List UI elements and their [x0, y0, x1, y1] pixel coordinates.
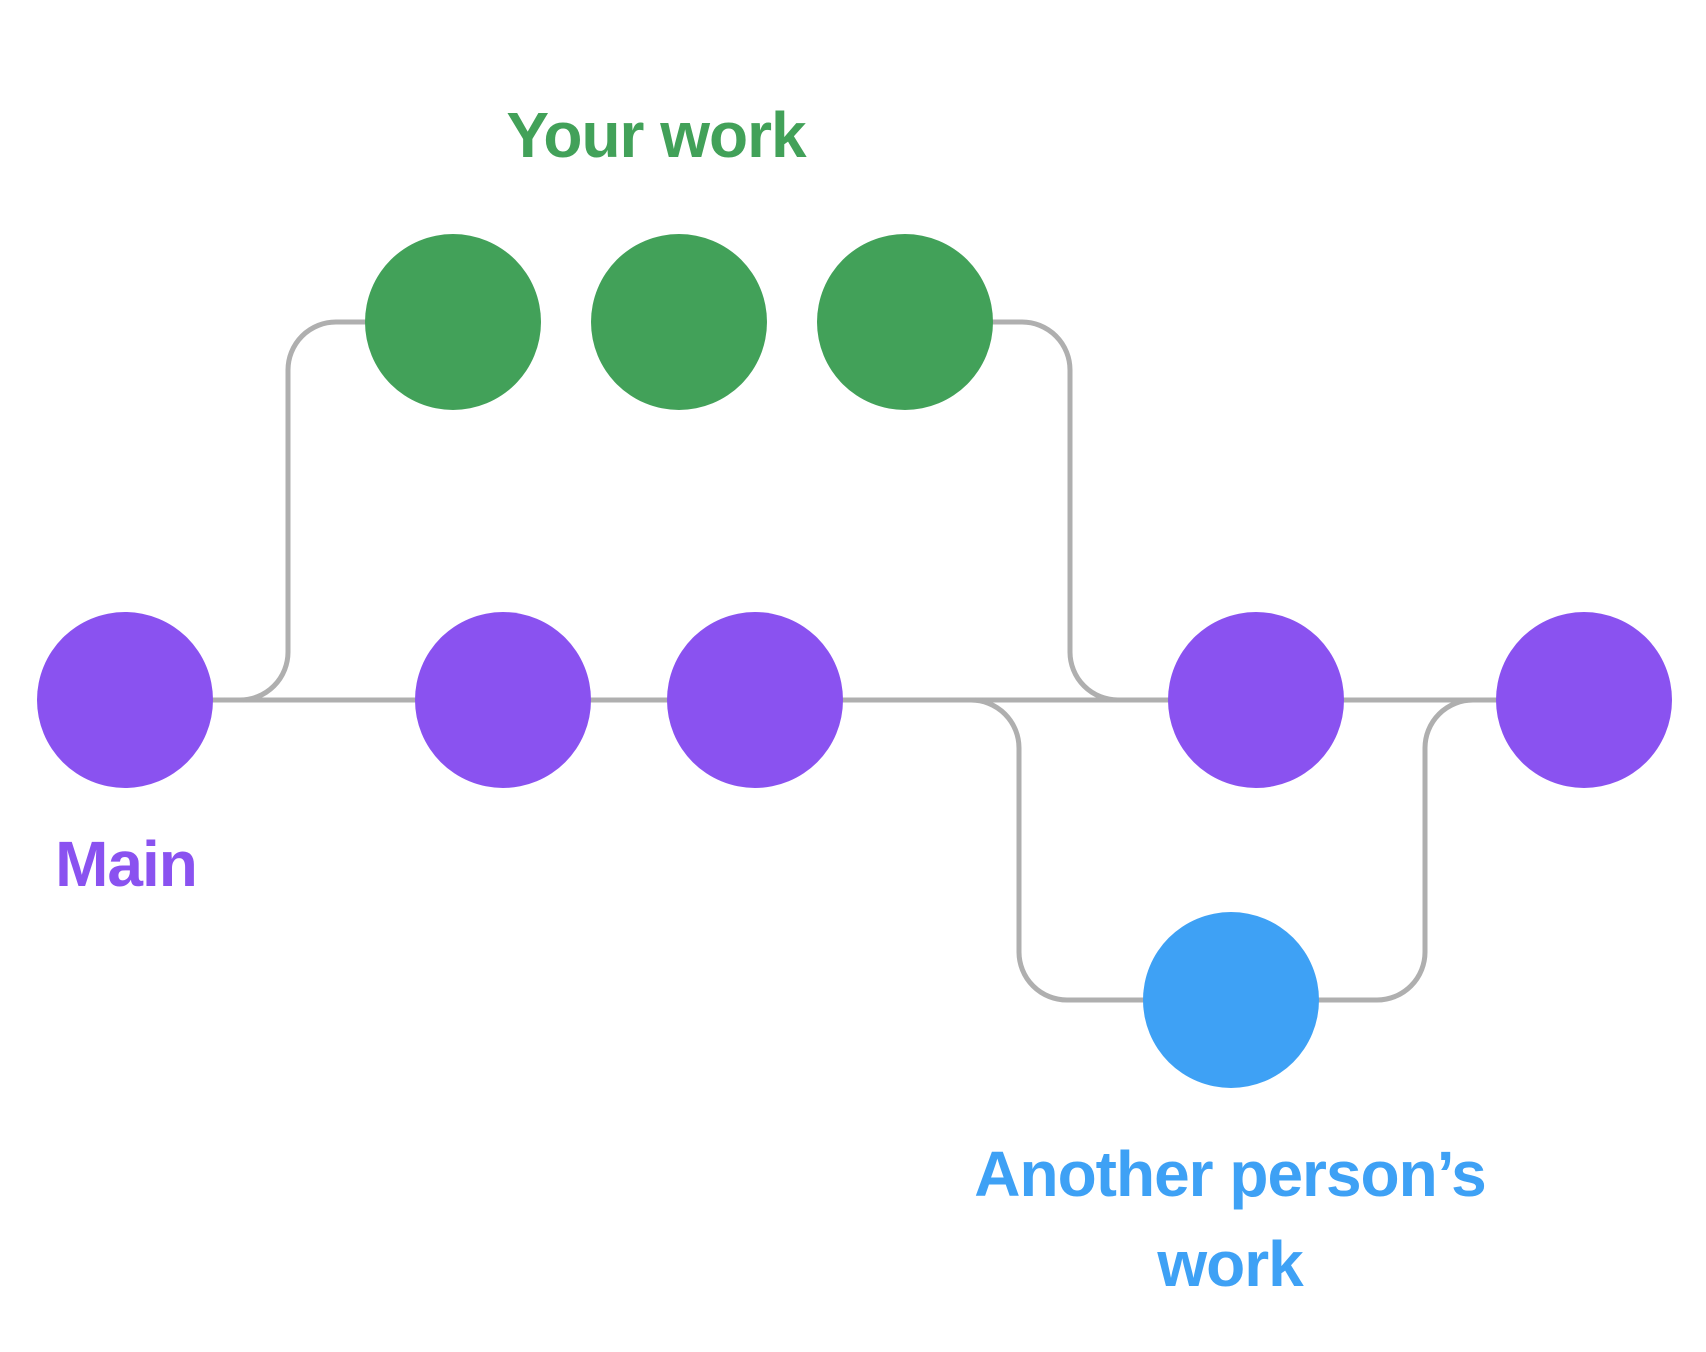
your-work-merge-line: [990, 319, 1121, 703]
another-work-merge-line: [1316, 697, 1476, 1003]
branch-label-text: Your work: [506, 99, 806, 171]
commit-node-main-1: [37, 612, 213, 788]
your-work-branch-line: [222, 319, 368, 703]
commit-node-main-3: [667, 612, 843, 788]
commit-node-your-work-2: [591, 234, 767, 410]
commit-node-your-work-1: [365, 234, 541, 410]
connector-lines: [210, 319, 1499, 1003]
commit-node-main-4: [1168, 612, 1344, 788]
branch-label-another-persons-work: Another person’s work: [974, 1129, 1486, 1309]
commit-node-another-work-1: [1143, 912, 1319, 1088]
branch-label-text: Main: [55, 828, 198, 900]
commit-node-main-2: [415, 612, 591, 788]
branch-label-your-work: Your work: [506, 90, 806, 180]
branch-label-text-line2: work: [1157, 1228, 1303, 1300]
branch-label-text-line1: Another person’s: [974, 1138, 1486, 1210]
commit-node-your-work-3: [817, 234, 993, 410]
commit-nodes: [37, 234, 1672, 1088]
branch-label-main: Main: [55, 819, 198, 909]
commit-node-main-5: [1496, 612, 1672, 788]
another-work-branch-line: [947, 697, 1146, 1003]
